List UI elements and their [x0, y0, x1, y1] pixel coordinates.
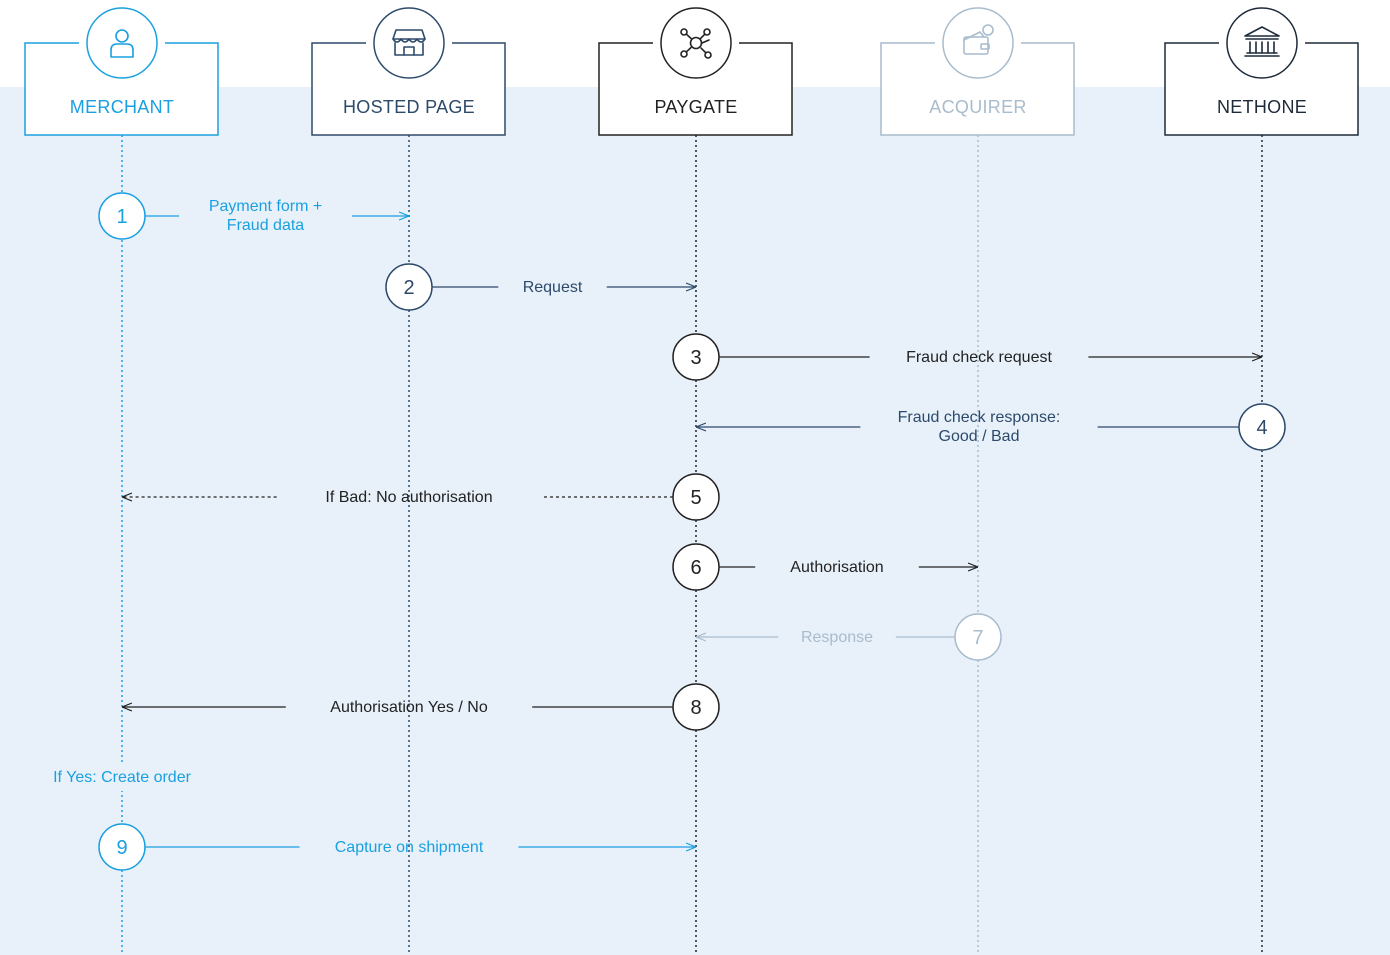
- participant-acquirer: [880, 7, 1075, 136]
- message-label-line: Good / Bad: [938, 428, 1020, 445]
- message-8: 8: [122, 683, 720, 731]
- message-label: Authorisation Yes / No: [330, 698, 487, 717]
- step-number: 6: [690, 557, 701, 579]
- icon-badge: [942, 7, 1014, 79]
- message-label: Payment form + Fraud data: [209, 197, 322, 235]
- message-label: Authorisation: [790, 558, 883, 577]
- message-label-line: Fraud data: [226, 217, 305, 234]
- message-label-line: Payment form +: [208, 198, 323, 215]
- network-hub-icon: [680, 28, 712, 59]
- message-label: Response: [801, 628, 873, 647]
- participant-label: PAYGATE: [654, 97, 738, 117]
- bank-building-icon: [1244, 26, 1280, 57]
- message-label-line: If Bad: No authorisation: [325, 488, 493, 506]
- step-number: 4: [1256, 417, 1267, 439]
- step-number: 1: [116, 206, 127, 228]
- participant-label: HOSTED PAGE: [343, 97, 475, 117]
- message-label-line: Fraud check response:: [897, 409, 1061, 426]
- participant-label: ACQUIRER: [929, 97, 1027, 117]
- message-label-line: Fraud check request: [906, 348, 1052, 366]
- icon-badge: [373, 7, 445, 79]
- step-number: 8: [690, 697, 701, 719]
- step-circle: [98, 823, 146, 871]
- background-band: [0, 87, 1390, 955]
- step-circle: [672, 333, 720, 381]
- step-circle: [672, 473, 720, 521]
- icon-badge: [86, 7, 158, 79]
- participant-hosted: [311, 7, 506, 136]
- step-circle: [672, 683, 720, 731]
- participant-merchant: [24, 7, 219, 136]
- participant-label: NETHONE: [1216, 97, 1308, 117]
- step-number: 9: [116, 837, 127, 859]
- participant-nethone: [1164, 7, 1359, 136]
- message-label: Request: [523, 278, 583, 297]
- message-7: 7: [696, 613, 1002, 661]
- message-label-line: Request: [522, 278, 583, 296]
- step-number: 5: [690, 487, 701, 509]
- message-3: 3: [672, 333, 1262, 381]
- wallet-coin-icon: [963, 24, 994, 55]
- step-circle: [672, 543, 720, 591]
- message-label-line: Authorisation: [790, 558, 884, 576]
- step-circle: [98, 192, 146, 240]
- step-circle: [954, 613, 1002, 661]
- message-2: 2: [385, 263, 696, 311]
- message-4: 4: [696, 403, 1286, 451]
- message-6: 6: [672, 543, 978, 591]
- message-label: If Bad: No authorisation: [325, 488, 492, 507]
- step-circle: [1238, 403, 1286, 451]
- participant-paygate: [598, 7, 793, 136]
- icon-badge: [660, 7, 732, 79]
- message-label-line: Authorisation Yes / No: [330, 698, 488, 716]
- participant-label: MERCHANT: [69, 97, 175, 117]
- step-number: 2: [403, 277, 414, 299]
- step-circle: [385, 263, 433, 311]
- person-icon: [110, 29, 134, 58]
- message-label: Capture on shipment: [335, 838, 484, 857]
- step-number: 3: [690, 347, 701, 369]
- message-label-line: Capture on shipment: [334, 838, 484, 856]
- message-label-line: Response: [800, 628, 874, 646]
- note-label: If Yes: Create order: [53, 769, 191, 786]
- step-number: 7: [972, 627, 983, 649]
- storefront-icon: [392, 29, 426, 56]
- message-label: Fraud check response: Good / Bad: [898, 408, 1061, 446]
- message-label: Fraud check request: [906, 348, 1052, 367]
- message-5: 5: [122, 473, 720, 521]
- message-9: 9: [98, 823, 696, 871]
- message-1: 1: [98, 192, 409, 240]
